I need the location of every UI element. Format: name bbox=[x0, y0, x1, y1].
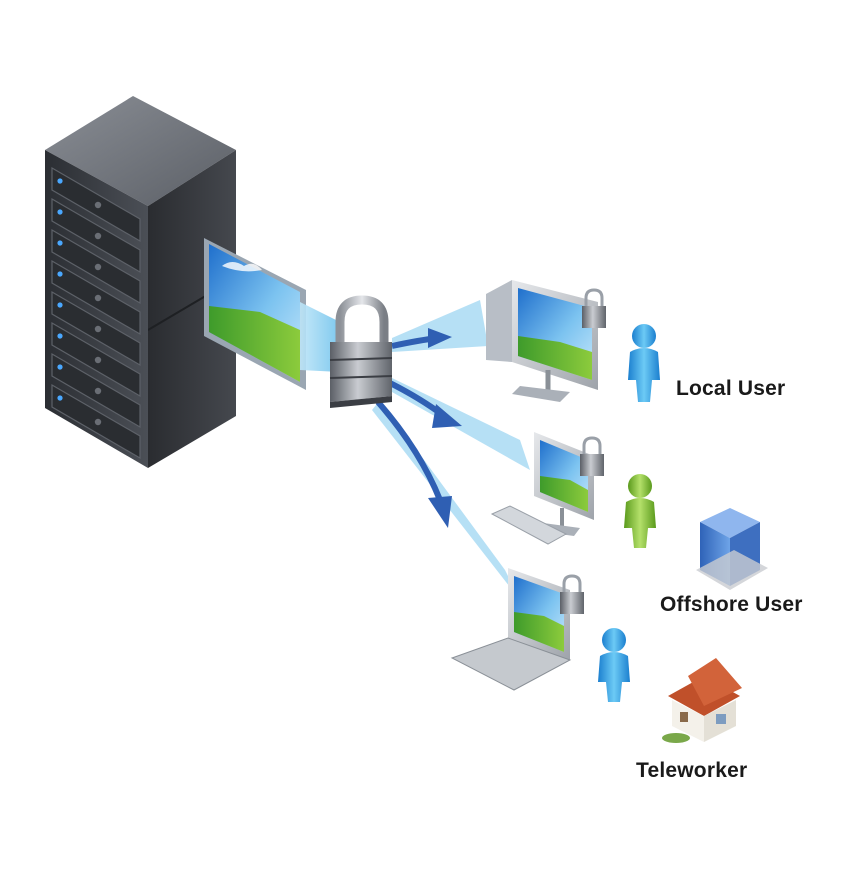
status-led bbox=[57, 271, 63, 277]
drive-bay bbox=[94, 232, 102, 240]
desktop-screen-icon bbox=[204, 238, 306, 390]
drive-bay bbox=[94, 387, 102, 395]
padlock-icon bbox=[329, 295, 393, 408]
laptop-icon bbox=[450, 568, 584, 691]
drive-bay bbox=[94, 356, 102, 364]
status-led bbox=[57, 333, 63, 339]
status-led bbox=[57, 240, 63, 246]
drive-bay bbox=[94, 418, 102, 426]
label-teleworker: Teleworker bbox=[636, 759, 748, 782]
arrow-head-offshore bbox=[432, 404, 462, 428]
lock-badge-icon bbox=[560, 574, 584, 614]
drive-bay bbox=[94, 294, 102, 302]
label-offshore-user: Offshore User bbox=[660, 593, 803, 616]
status-led bbox=[57, 302, 63, 308]
user-person-icon-blue bbox=[598, 628, 630, 702]
keyboard-icon bbox=[490, 505, 568, 545]
lock-badge-icon bbox=[582, 288, 606, 328]
drive-bay bbox=[94, 201, 102, 209]
arrow-head-tele bbox=[428, 496, 452, 528]
connection-arrows bbox=[375, 328, 462, 528]
user-person-icon-green bbox=[624, 474, 656, 548]
status-led bbox=[57, 364, 63, 370]
house-icon bbox=[662, 658, 742, 743]
edge-lock-tele bbox=[375, 400, 443, 502]
user-person-icon-blue bbox=[628, 324, 660, 402]
status-led bbox=[57, 209, 63, 215]
drive-bay bbox=[94, 325, 102, 333]
drive-bay bbox=[94, 263, 102, 271]
status-led bbox=[57, 178, 63, 184]
rack-units bbox=[51, 166, 141, 460]
monitor-icon bbox=[486, 280, 606, 402]
label-local-user: Local User bbox=[676, 377, 786, 400]
office-building-icon bbox=[696, 508, 768, 590]
lock-badge-icon bbox=[580, 436, 604, 476]
arrow-head-local bbox=[428, 328, 452, 348]
status-led bbox=[57, 395, 63, 401]
server-rack-icon bbox=[45, 96, 237, 468]
desktop-computer-icon bbox=[490, 432, 604, 545]
